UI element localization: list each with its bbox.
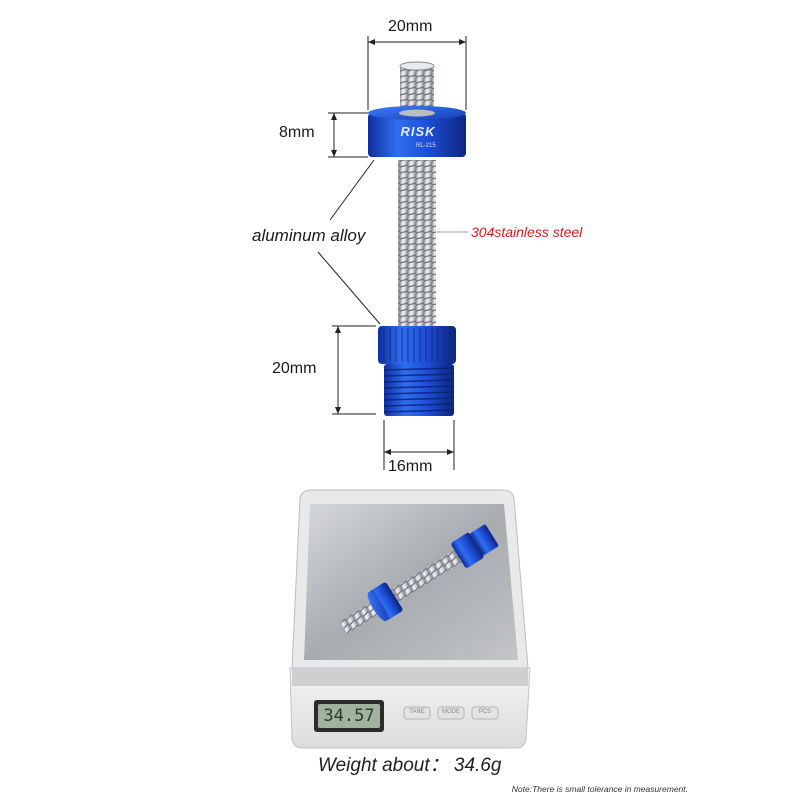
- tool-on-scale: [339, 524, 499, 634]
- tolerance-note: Note:There is small tolerance in measure…: [511, 784, 688, 794]
- scale-button-mode: MODE: [442, 709, 460, 715]
- scale-button-pcs: PCS: [478, 709, 492, 715]
- scale-lcd-reading: 34.57: [323, 706, 375, 726]
- dimension-arrows: [331, 39, 466, 455]
- blue-cap: [368, 106, 466, 157]
- model-engraving: RL-215: [416, 143, 436, 149]
- weight-caption: Weight about： 34.6g: [318, 755, 502, 776]
- dimension-lines: [317, 36, 468, 470]
- stainless-steel-label: 304stainless steel: [471, 224, 583, 240]
- aluminum-alloy-label: aluminum alloy: [252, 226, 366, 245]
- blue-base: [378, 326, 456, 416]
- cap-height-label: 8mm: [279, 124, 315, 141]
- top-width-label: 20mm: [388, 18, 433, 35]
- base-width-label: 16mm: [388, 458, 433, 475]
- brand-engraving: RISK: [400, 124, 436, 139]
- steel-rod: [398, 61, 436, 335]
- scale-button-tare: TARE: [409, 709, 425, 715]
- body-height-label: 20mm: [272, 360, 317, 377]
